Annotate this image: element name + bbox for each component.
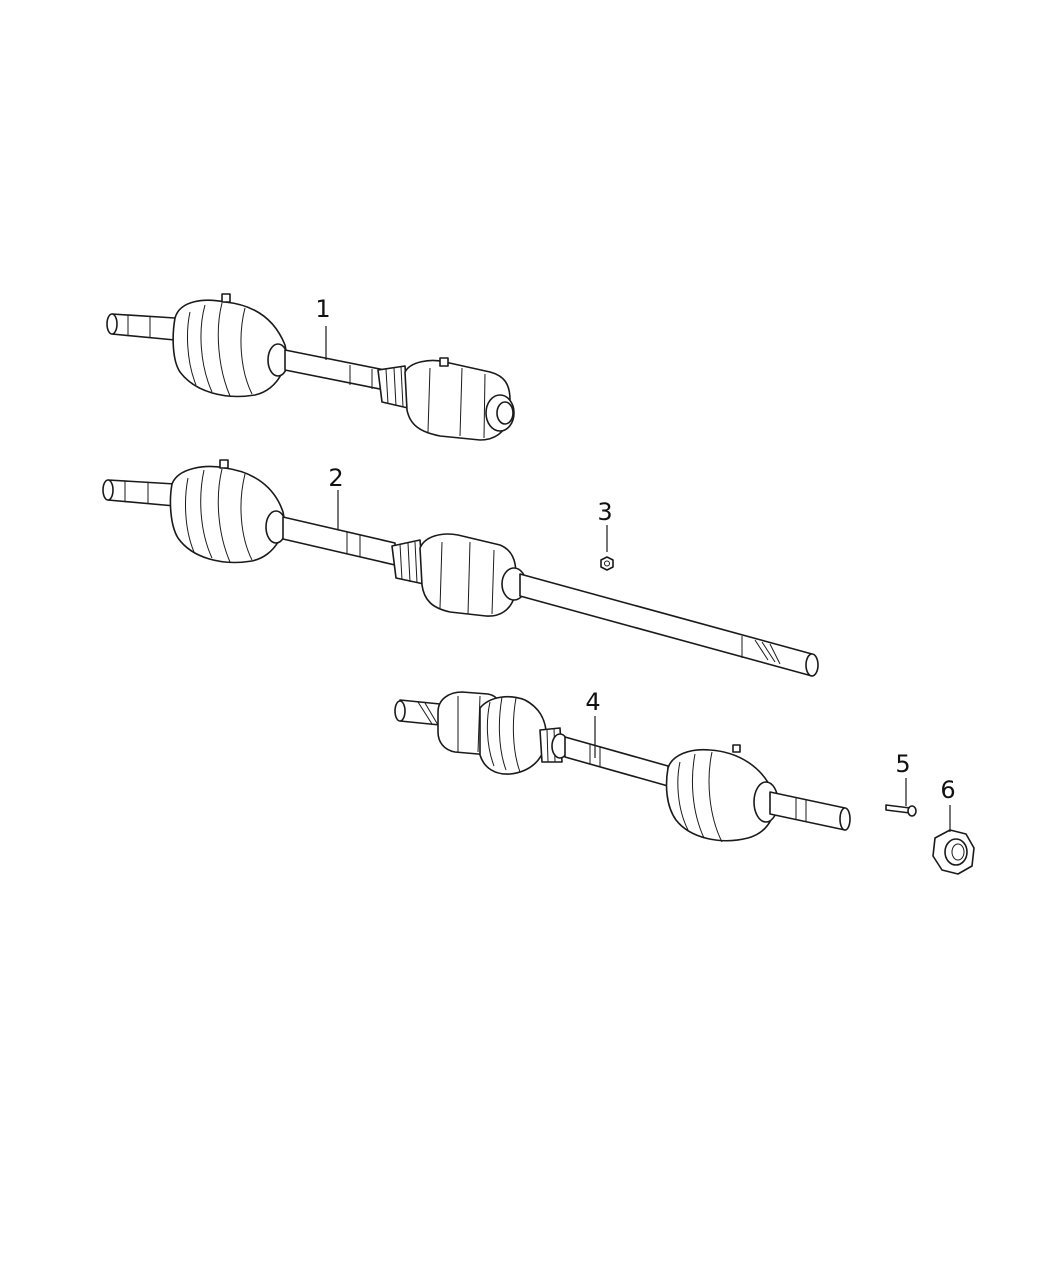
drive-shaft-2[interactable]	[102, 459, 819, 677]
drive-shaft-4[interactable]	[394, 691, 851, 843]
callout-3: 3	[597, 498, 613, 526]
callout-5: 5	[895, 750, 911, 778]
bolt-5[interactable]	[885, 804, 917, 817]
callout-6: 6	[940, 776, 956, 804]
nut-3[interactable]	[600, 556, 614, 571]
callout-1: 1	[315, 295, 331, 323]
callout-2: 2	[328, 464, 344, 492]
callout-4: 4	[585, 688, 601, 716]
hub-nut-6[interactable]	[932, 829, 975, 875]
drive-shaft-1[interactable]	[106, 293, 515, 441]
